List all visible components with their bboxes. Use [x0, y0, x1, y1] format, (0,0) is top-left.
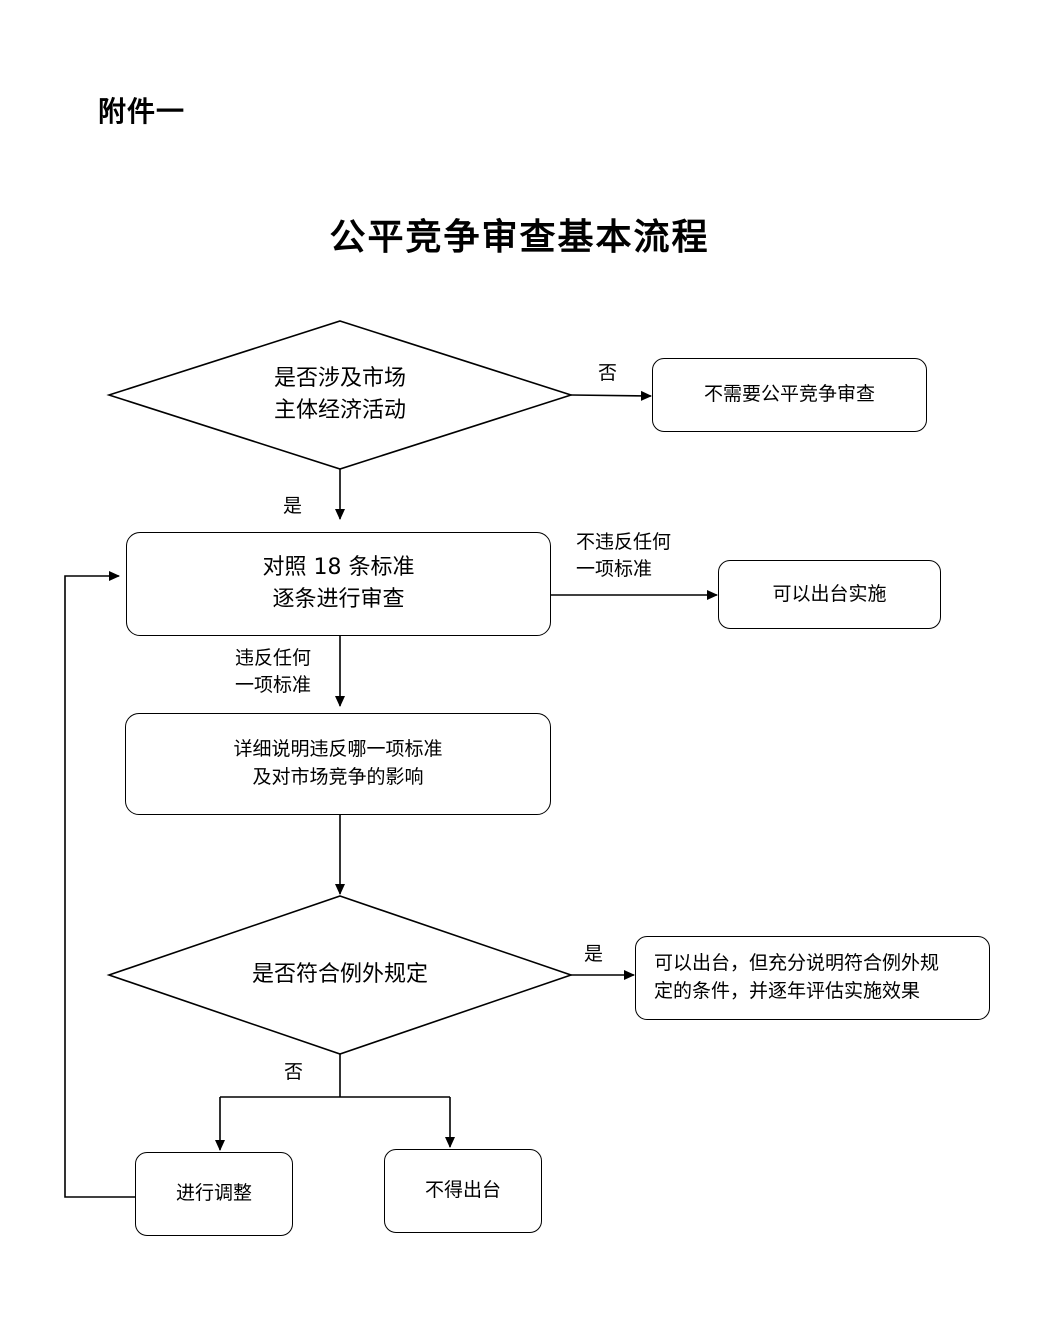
edge-market-no: [570, 390, 652, 401]
edge-label-market-no: 否: [598, 362, 618, 384]
explain-box: 详细说明违反哪一项标准 及对市场竞争的影响: [125, 713, 551, 815]
review-box: 对照 18 条标准 逐条进行审查: [126, 532, 551, 636]
edge-label-no-violation-line2: 一项标准: [576, 557, 653, 580]
review-line1: 对照 18 条标准: [262, 555, 415, 581]
not-allowed-text: 不得出台: [424, 1179, 501, 1202]
adjust-box: 进行调整: [135, 1152, 293, 1236]
decision-market-line2: 主体经济活动: [273, 397, 406, 423]
adjust-text: 进行调整: [175, 1182, 252, 1205]
decision-exception-text: 是否符合例外规定: [251, 962, 428, 987]
explain-line2: 及对市场竞争的影响: [252, 766, 424, 788]
exception-ok-line1: 可以出台，但充分说明符合例外规: [654, 952, 940, 975]
explain-line1: 详细说明违反哪一项标准: [233, 738, 443, 761]
edge-adjust-loop-back: [64, 571, 136, 1198]
edge-label-violation: 违反任何 一项标准: [235, 645, 311, 698]
decision-market-text: 是否涉及市场 主体经济活动: [190, 363, 490, 427]
edge-label-no-violation: 不违反任何 一项标准: [576, 529, 671, 582]
attachment-label: 附件一: [98, 95, 186, 128]
edge-label-exception-no: 否: [284, 1061, 304, 1083]
can-implement-text: 可以出台实施: [772, 582, 887, 605]
edge-label-no-violation-line1: 不违反任何: [576, 531, 672, 553]
can-implement-box: 可以出台实施: [718, 560, 941, 629]
edge-label-violation-line2: 一项标准: [235, 673, 312, 696]
edge-label-violation-line1: 违反任何: [235, 647, 312, 669]
edge-label-market-yes: 是: [283, 495, 303, 517]
review-line2: 逐条进行审查: [272, 587, 405, 612]
edge-label-exception-yes: 是: [584, 943, 604, 965]
exception-ok-box: 可以出台，但充分说明符合例外规 定的条件，并逐年评估实施效果: [635, 936, 990, 1020]
no-review-box: 不需要公平竞争审查: [652, 358, 927, 432]
decision-market-line1: 是否涉及市场: [273, 366, 406, 391]
page-title: 公平竞争审查基本流程: [329, 217, 710, 258]
not-allowed-box: 不得出台: [384, 1149, 542, 1233]
exception-ok-line2: 定的条件，并逐年评估实施效果: [654, 980, 921, 1002]
no-review-text: 不需要公平竞争审查: [703, 383, 875, 406]
